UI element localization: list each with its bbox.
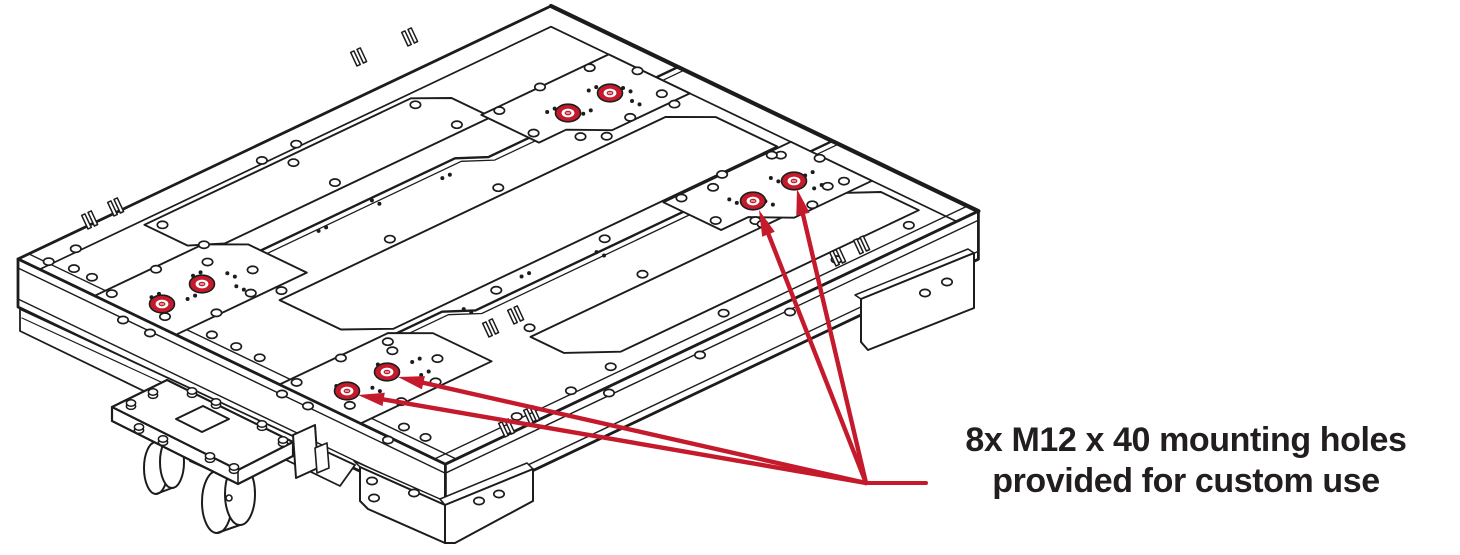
- arrow-head: [796, 189, 810, 216]
- mounting-plate-top: [480, 53, 691, 144]
- screw-holes: [42, 63, 954, 506]
- edge-clips: [80, 27, 871, 438]
- m12-mounting-hole: [554, 103, 582, 123]
- arrow-head: [358, 392, 385, 407]
- arrow-shaft: [409, 377, 869, 486]
- highlighted-mounting-holes: [148, 83, 808, 401]
- access-panels: [143, 97, 920, 354]
- m12-mounting-hole: [596, 83, 624, 103]
- m12-mounting-hole: [373, 362, 401, 382]
- annotation-text: 8x M12 x 40 mounting holes provided for …: [928, 420, 1444, 503]
- arrow-head: [398, 376, 425, 390]
- m12-mounting-hole: [333, 381, 361, 401]
- panel-central: [278, 116, 779, 331]
- annotation-line-2: provided for custom use: [992, 462, 1380, 501]
- arrow-head: [759, 210, 775, 237]
- mounting-plate-right: [662, 140, 873, 231]
- annotation-line-1: 8x M12 x 40 mounting holes: [965, 421, 1407, 459]
- caster-slot: [175, 405, 230, 433]
- m12-mounting-hole: [739, 191, 767, 211]
- m12-mounting-hole: [780, 171, 808, 191]
- annotation-arrows: [358, 189, 928, 486]
- m12-mounting-hole: [188, 274, 216, 294]
- pin-hole-pairs: [149, 85, 824, 394]
- caster-assembly: [110, 378, 330, 534]
- m12-mounting-hole: [148, 294, 176, 314]
- arrow-shaft: [761, 220, 869, 486]
- arrow-shaft: [369, 395, 869, 486]
- arrow-shaft: [797, 200, 869, 486]
